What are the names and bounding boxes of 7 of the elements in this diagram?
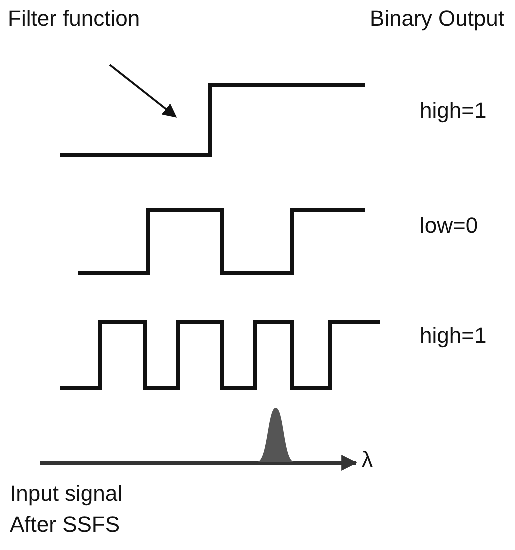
axis-title: Input signal After SSFS bbox=[10, 480, 124, 539]
output-label: high=1 bbox=[420, 323, 487, 349]
output-label: high=1 bbox=[420, 98, 487, 124]
axis-label: λ bbox=[362, 447, 373, 473]
axis-title: Binary Output bbox=[370, 6, 505, 32]
output-label: low=0 bbox=[420, 213, 478, 239]
axis-title: Filter function bbox=[8, 6, 140, 32]
